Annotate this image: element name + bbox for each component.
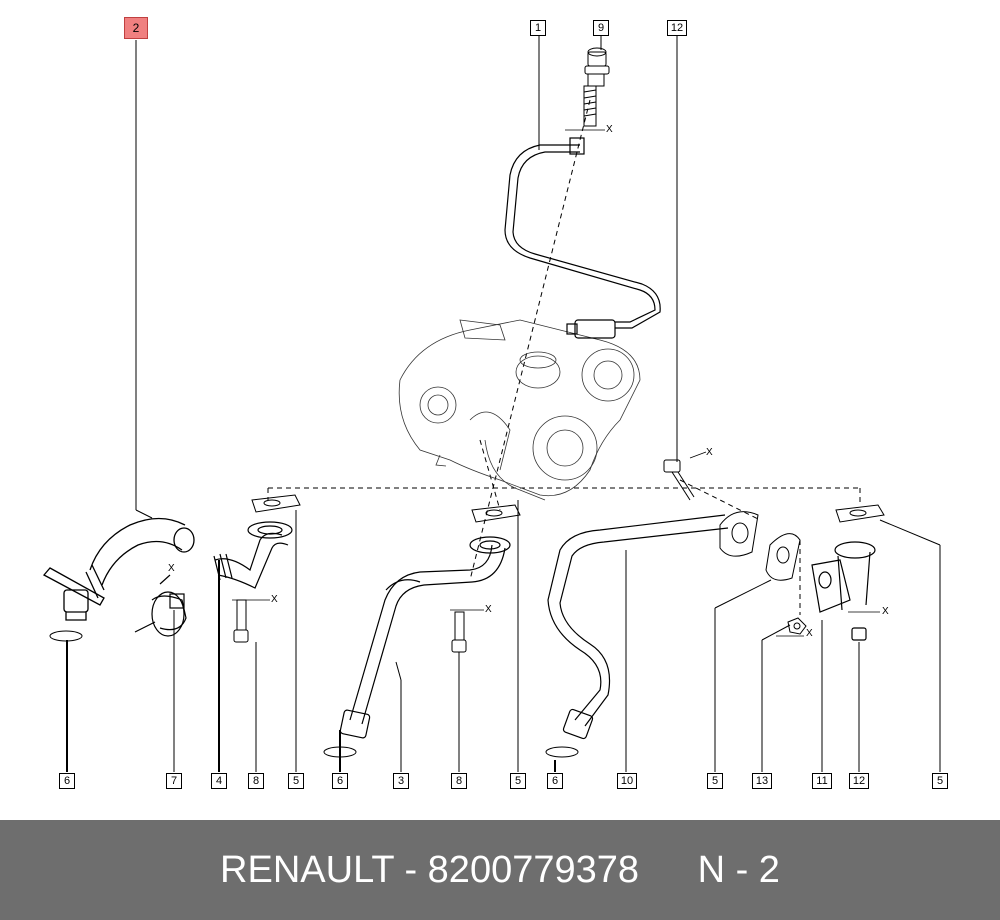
callout-9: 9 — [593, 20, 609, 36]
x-mark: X — [882, 606, 889, 617]
part-4-elbow-hose — [213, 521, 293, 589]
part-6-o-rings — [49, 630, 579, 758]
page-reference-label: N - 2 — [697, 849, 780, 891]
callout-3: 3 — [393, 773, 409, 789]
callout-7: 7 — [166, 773, 182, 789]
part-12-bolt-top — [663, 459, 695, 501]
dimension-marks — [232, 129, 880, 637]
callout-8-left: 8 — [248, 773, 264, 789]
assembly-lines — [267, 99, 861, 615]
callout-12-bottom: 12 — [849, 773, 869, 789]
part-2-oil-return-hose — [42, 517, 195, 621]
part-5-gaskets — [251, 494, 885, 581]
callout-13: 13 — [752, 773, 772, 789]
x-mark: X — [485, 604, 492, 615]
callout-6-middle: 6 — [332, 773, 348, 789]
x-mark: X — [806, 628, 813, 639]
callout-4: 4 — [211, 773, 227, 789]
turbocharger — [398, 319, 641, 501]
callout-5-b: 5 — [510, 773, 526, 789]
part-9-banjo-bolt — [583, 47, 610, 127]
leader-lines — [66, 36, 941, 772]
callout-10: 10 — [617, 773, 637, 789]
x-mark: X — [706, 447, 713, 458]
part-3-oil-return-pipe — [339, 536, 511, 739]
callout-6-left: 6 — [59, 773, 75, 789]
callout-11: 11 — [812, 773, 832, 789]
part-7-clamp — [134, 574, 187, 637]
callout-6-right: 6 — [547, 773, 563, 789]
callout-2: 2 — [124, 17, 148, 39]
callout-5-d: 5 — [932, 773, 948, 789]
part-1-oil-feed-pipe — [504, 137, 661, 339]
x-mark: X — [606, 124, 613, 135]
footer-caption: RENAULT - 8200779378 N - 2 — [0, 820, 1000, 920]
callout-5-a: 5 — [288, 773, 304, 789]
part-8-bolts — [233, 599, 467, 653]
footer-bar: RENAULT - 8200779378 N - 2 — [0, 820, 1000, 920]
part-number-label: RENAULT - 8200779378 — [220, 849, 640, 891]
callout-8-right: 8 — [451, 773, 467, 789]
callout-1: 1 — [530, 20, 546, 36]
part-10-oil-return-pipe — [547, 514, 729, 740]
part-13-nut — [787, 617, 807, 635]
parts-diagram — [42, 36, 941, 772]
callout-12-top: 12 — [667, 20, 687, 36]
callout-5-c: 5 — [707, 773, 723, 789]
x-mark: X — [168, 563, 175, 574]
part-11-outlet-housing — [811, 541, 876, 641]
x-mark: X — [271, 594, 278, 605]
